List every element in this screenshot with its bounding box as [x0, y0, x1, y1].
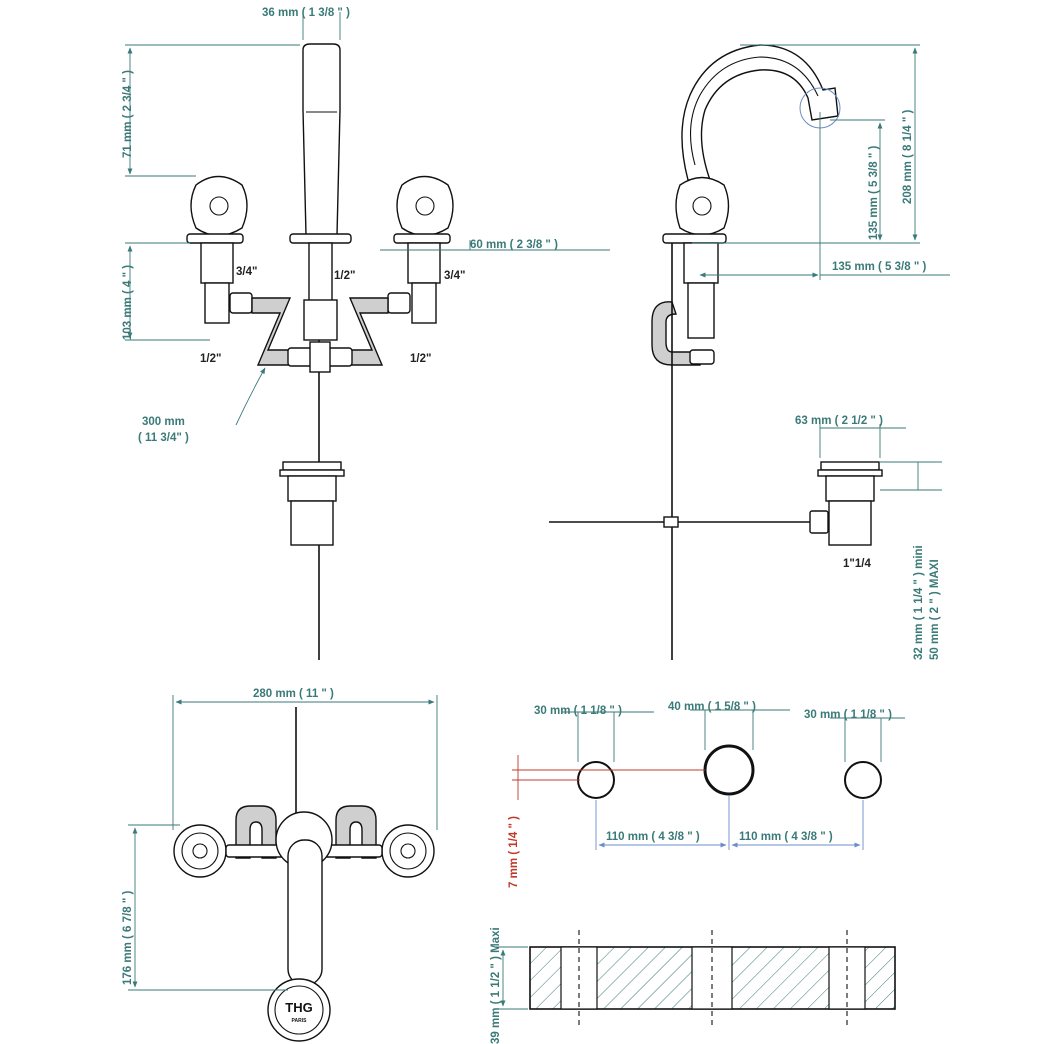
dim-flange-diameter: 60 mm ( 2 3/8 " ) [470, 239, 558, 251]
dim-spout-reach: 135 mm ( 5 3/8 " ) [832, 261, 926, 273]
dim-total-height: 208 mm ( 8 1/4 " ) [902, 110, 914, 204]
dim-drain-diameter: 63 mm ( 2 1/2 " ) [795, 415, 883, 427]
front-left-handle [186, 175, 253, 324]
dim-top-depth: 176 mm ( 6 7/8 " ) [122, 891, 134, 985]
side-handle [651, 176, 730, 366]
label-right-thread: 3/4" [444, 270, 465, 282]
top-right-handle [381, 824, 435, 878]
label-right-outlet: 1/2" [410, 353, 431, 365]
dim-top-spread: 280 mm ( 11 " ) [253, 688, 334, 700]
thg-logo: THG [285, 1000, 312, 1015]
dim-right-spacing: 110 mm ( 4 3/8 " ) [739, 831, 833, 843]
side-spout [681, 44, 841, 181]
label-left-outlet: 1/2" [200, 353, 221, 365]
label-drain-thread: 1"1/4 [843, 558, 871, 570]
dim-deck-maxi: 50 mm ( 2 " ) MAXI [929, 559, 941, 660]
side-drain [809, 461, 883, 546]
dim-center-offset: 7 mm ( 1/4 " ) [508, 816, 520, 888]
top-left-handle [173, 824, 227, 878]
dim-left-hole: 30 mm ( 1 1/8 " ) [534, 705, 622, 717]
dim-deck-thickness: 39 mm ( 1 1/2 " ) Maxi [490, 927, 502, 1044]
top-view: THG PARIS 280 mm ( 11 " ) 176 mm ( 6 7/8… [122, 688, 438, 1042]
dim-deck-mini: 32 mm ( 1 1/4 " ) mini [913, 545, 925, 660]
dim-left-spacing: 110 mm ( 4 3/8 " ) [606, 831, 700, 843]
side-view: 208 mm ( 8 1/4 " ) 135 mm ( 5 3/8 " ) 13… [549, 44, 950, 660]
deck-section: 39 mm ( 1 1/2 " ) Maxi [490, 927, 896, 1044]
label-left-thread: 3/4" [236, 266, 257, 278]
front-hoses [251, 297, 389, 373]
front-drain [279, 461, 345, 546]
dim-spout-width: 36 mm ( 1 3/8 " ) [262, 7, 350, 19]
dim-spout-height: 135 mm ( 5 3/8 " ) [868, 146, 880, 240]
label-center-thread: 1/2" [334, 270, 355, 282]
hole-layout: 30 mm ( 1 1/8 " ) 40 mm ( 1 5/8 " ) 30 m… [508, 701, 905, 888]
dim-handle-height: 71 mm ( 2 3/4 " ) [122, 70, 134, 158]
thg-logo-sub: PARIS [292, 1018, 308, 1024]
dim-hose-length-in: ( 11 3/4" ) [138, 432, 189, 444]
front-view: 36 mm ( 1 3/8 " ) 71 mm ( 2 3/4 " ) 103 … [122, 7, 610, 660]
dim-body-height: 103 mm ( 4 " ) [122, 265, 134, 340]
dim-center-hole: 40 mm ( 1 5/8 " ) [668, 701, 756, 713]
front-spout [289, 43, 352, 660]
dim-hose-length: 300 mm [142, 416, 185, 428]
dim-right-hole: 30 mm ( 1 1/8 " ) [804, 709, 892, 721]
